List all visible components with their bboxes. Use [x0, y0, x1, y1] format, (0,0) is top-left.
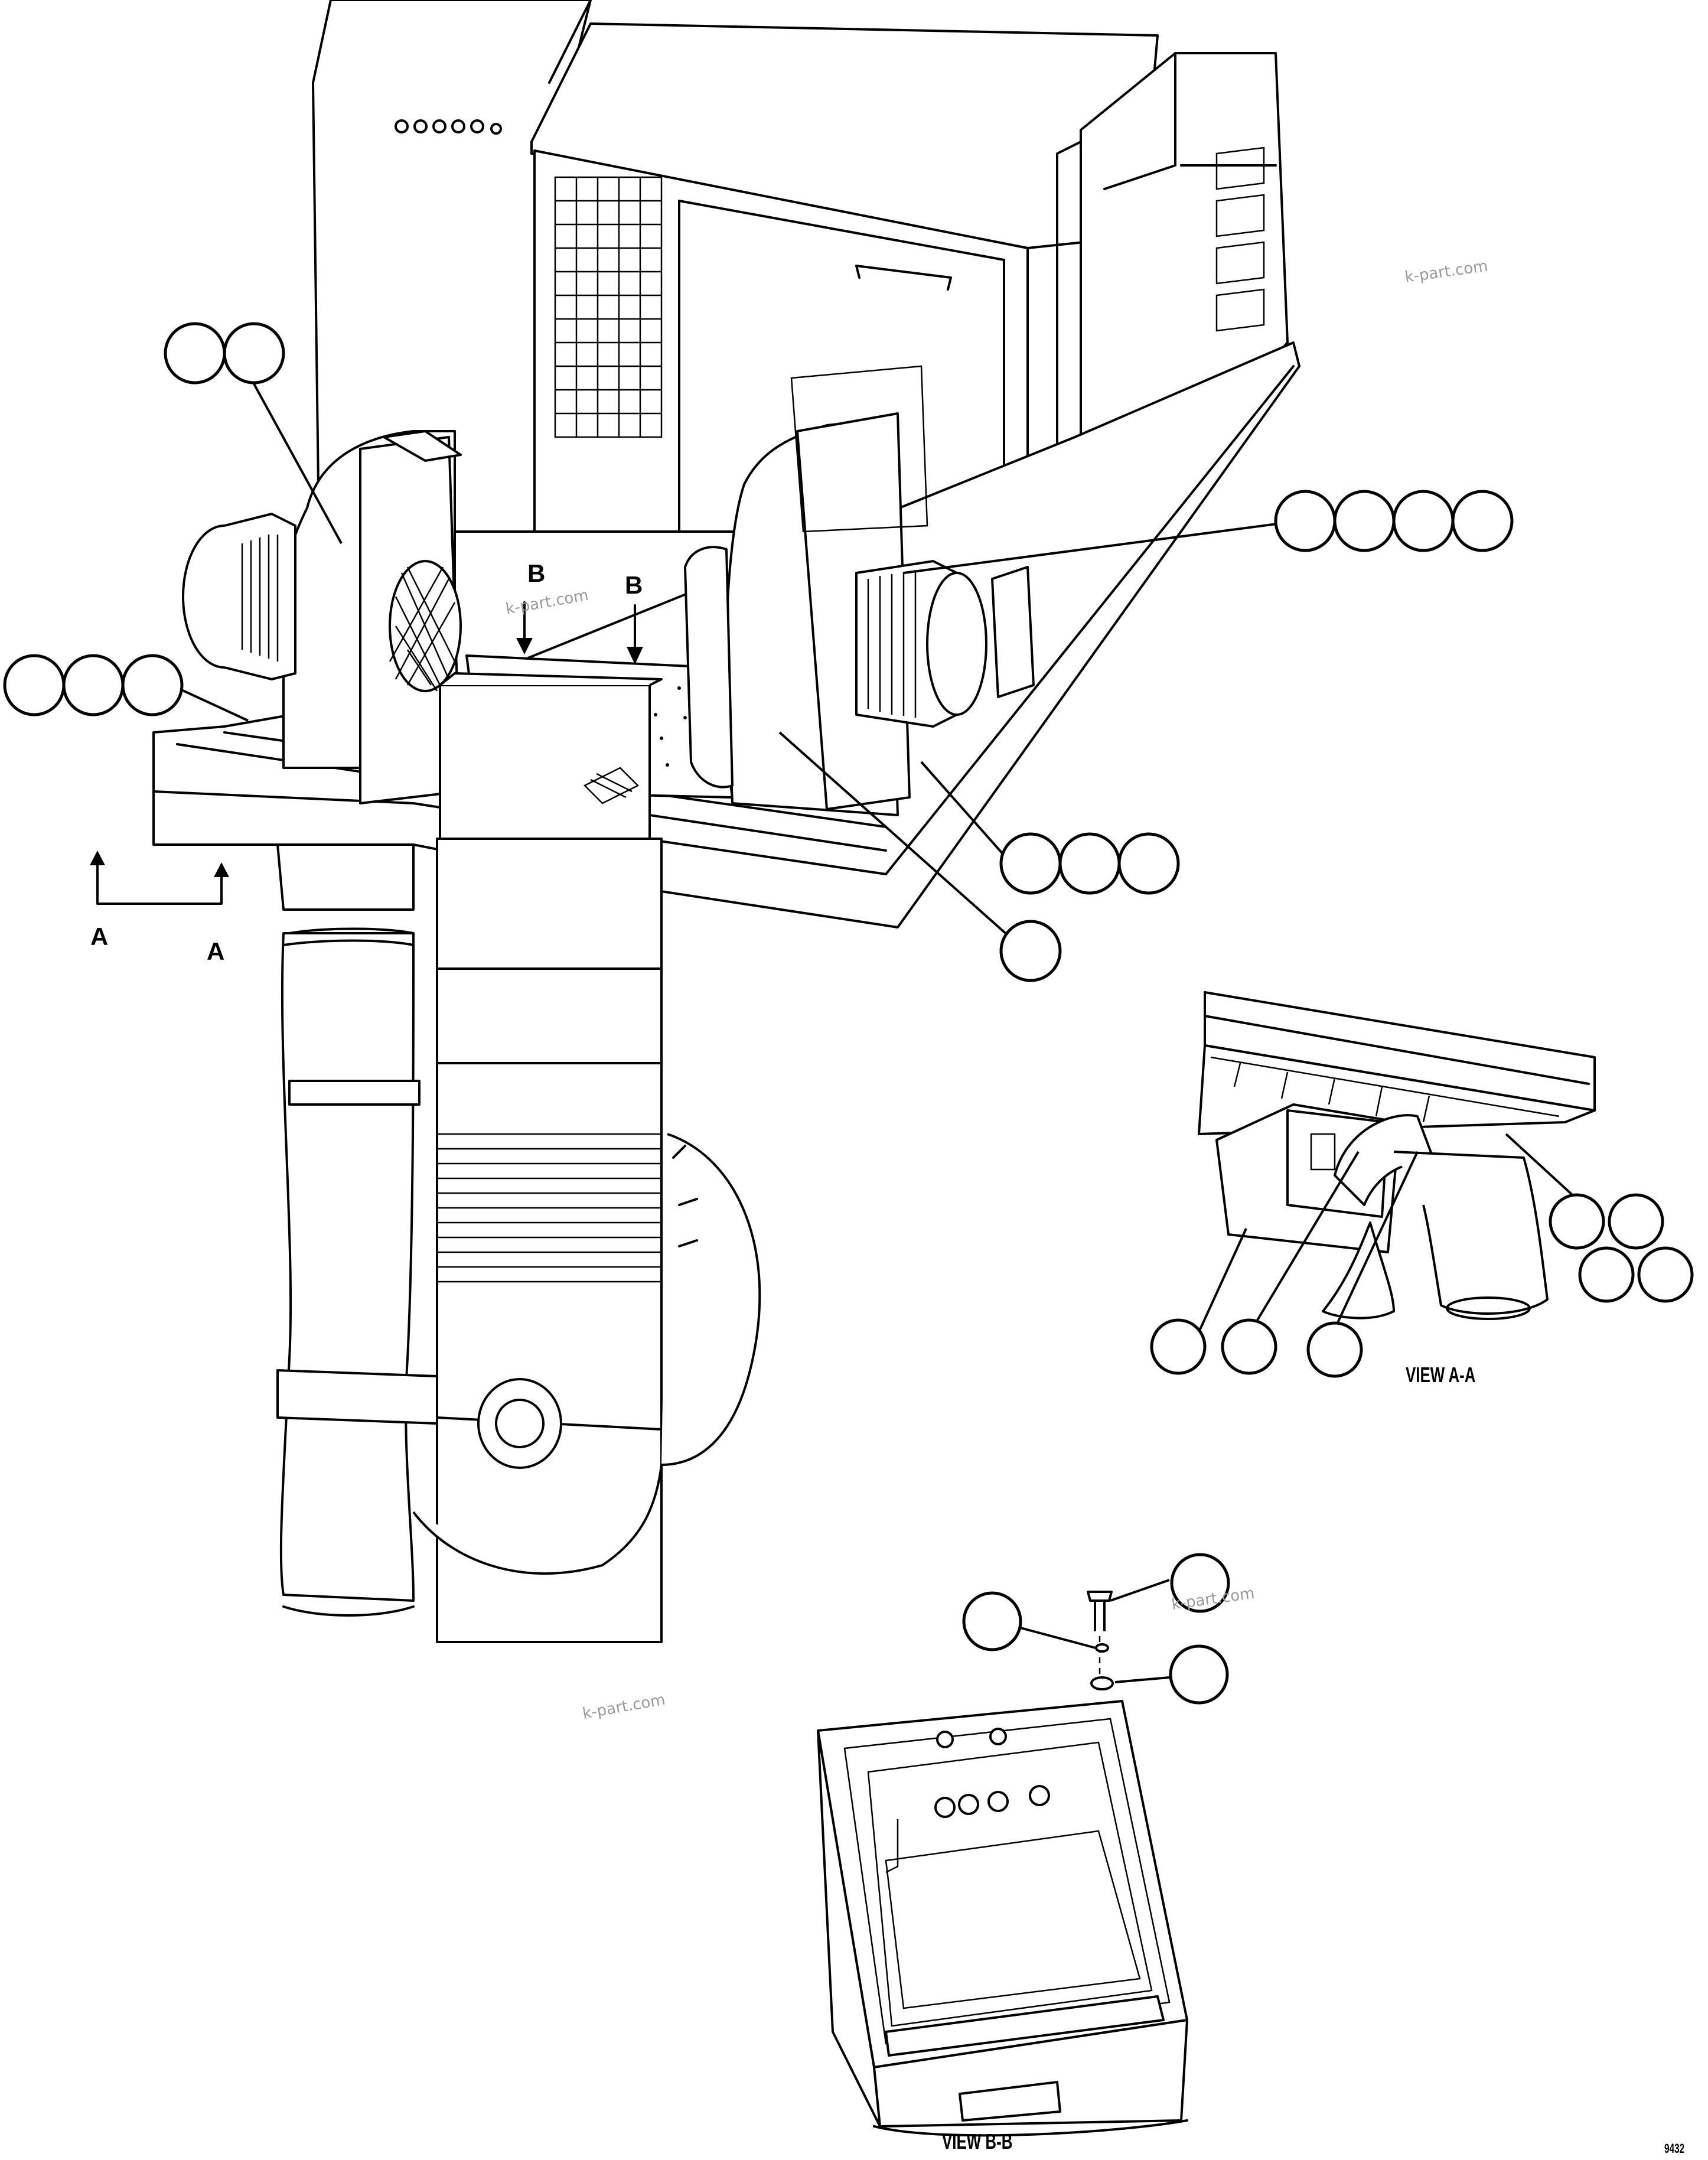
main-assembly [152, 0, 1300, 1643]
callout-bubble [999, 920, 1062, 982]
flexible-hose [276, 843, 438, 1617]
callout-bubble [1578, 1246, 1635, 1303]
watermark: k-part.com [581, 1691, 667, 1723]
section-label-b-left: B [527, 559, 545, 587]
view-a-detail: VIEW A-A [1150, 991, 1694, 1387]
callout-bubble [1058, 832, 1121, 895]
callout-bubble [1221, 1318, 1277, 1375]
section-arrow-b: B B [516, 559, 643, 664]
callout-bubble [3, 654, 66, 716]
callout-bubble [1169, 1644, 1229, 1705]
section-arrow-a: A A [90, 851, 229, 965]
section-label-b-right: B [625, 571, 643, 599]
rear-panel-indicators [395, 119, 502, 135]
callout-bubble [1608, 1193, 1664, 1250]
right-motor [855, 560, 1035, 728]
vertical-duct [412, 838, 761, 1643]
section-label-a-right: A [207, 937, 224, 965]
watermark: k-part.com [1404, 258, 1489, 286]
duct-bellows [437, 1133, 661, 1283]
callout-bubble [1333, 490, 1396, 552]
discharge-box [439, 672, 663, 840]
callout-bubble [1306, 1321, 1363, 1378]
right-blower [684, 365, 928, 816]
view-b-detail: VIEW B-B [817, 1553, 1230, 2154]
callout-bubble [1170, 1553, 1230, 1613]
callout-bubble [1117, 832, 1180, 895]
callout-bubble [1451, 490, 1514, 552]
callout-bubble [62, 654, 125, 716]
callout-bubble [1549, 1193, 1605, 1250]
callout-bubble [121, 654, 184, 716]
callouts-main [3, 322, 1514, 982]
left-motor [182, 513, 296, 680]
callout-bubble [962, 1591, 1022, 1651]
callout-bubble [223, 322, 285, 385]
intake-grille [554, 176, 663, 438]
view-a-label: VIEW A-A [1406, 1363, 1476, 1387]
callout-bubble [1392, 490, 1455, 552]
callout-bubble [1637, 1246, 1694, 1303]
callout-bubble [1274, 490, 1337, 552]
view-b-label: VIEW B-B [942, 2130, 1012, 2154]
watermark: k-part.com [504, 587, 590, 618]
section-label-a-left: A [90, 923, 108, 950]
callout-bubble [999, 832, 1062, 895]
callout-bubble [164, 322, 226, 385]
right-module-vents [1215, 146, 1265, 332]
figure-number: 9432 [1664, 2142, 1684, 2156]
callout-bubble [1150, 1318, 1207, 1375]
